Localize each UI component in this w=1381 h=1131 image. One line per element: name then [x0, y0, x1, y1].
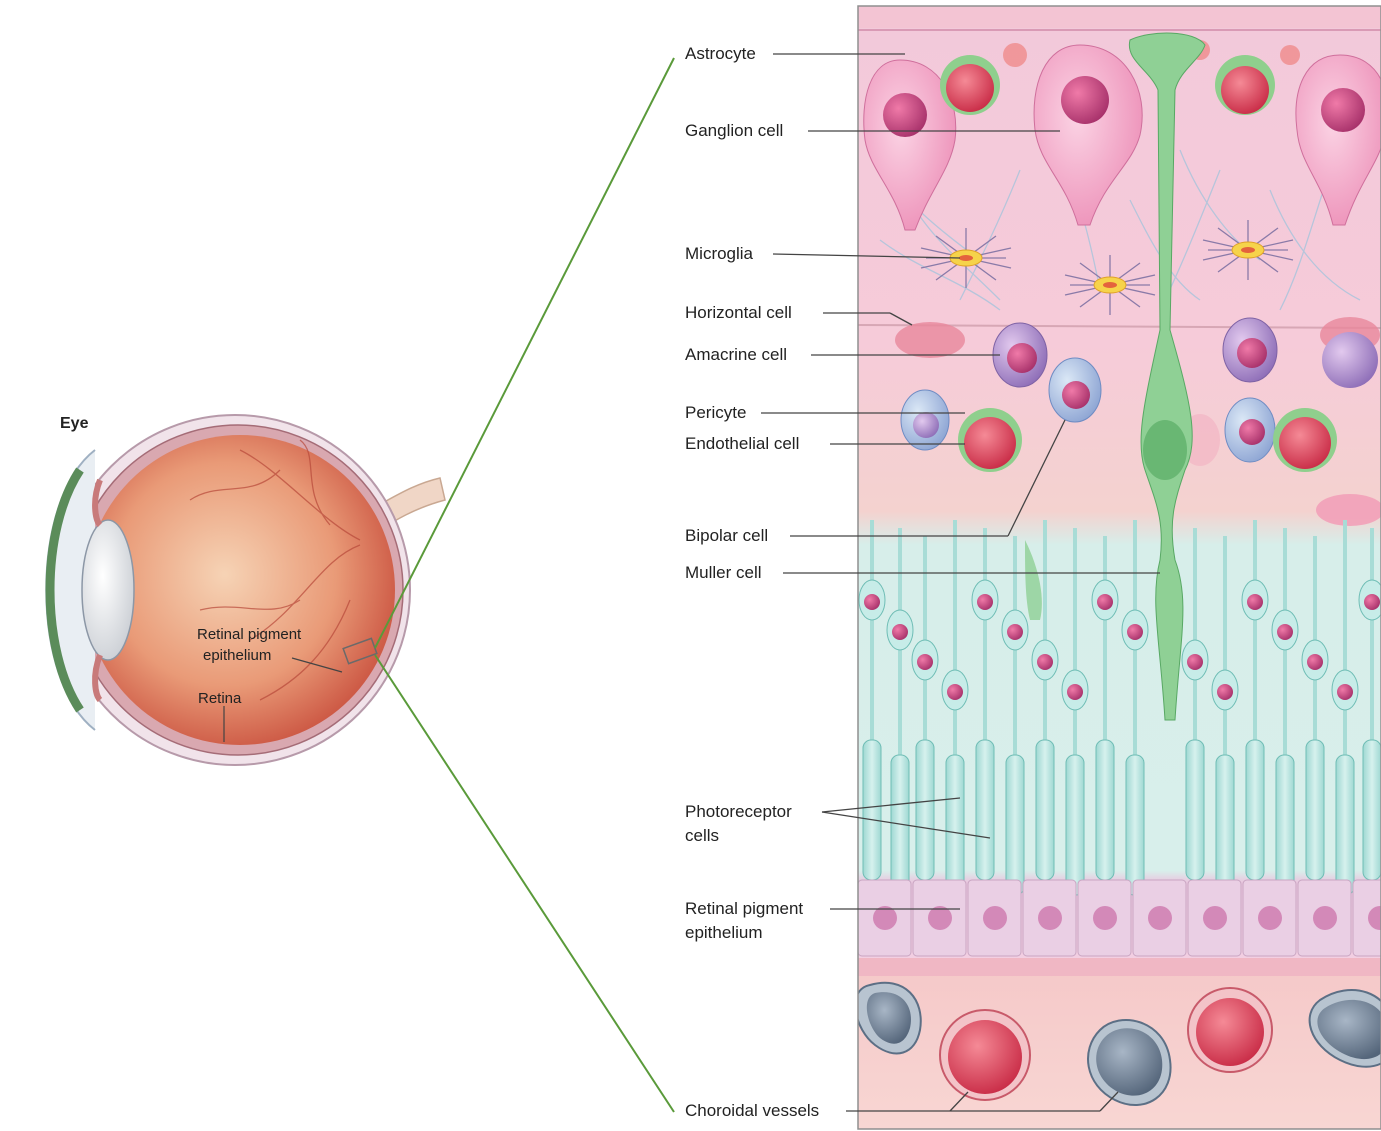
eye-label-rpe-line2: epithelium [203, 646, 271, 666]
rpe-layer [858, 880, 1381, 956]
label-ganglion-cell: Ganglion cell [685, 121, 783, 141]
label-astrocyte: Astrocyte [685, 44, 756, 64]
rpe-cell [1243, 880, 1296, 956]
rpe-cell [1023, 880, 1076, 956]
eye-label-retina: Retina [198, 689, 241, 709]
label-photoreceptor-line1: Photoreceptor [685, 802, 792, 822]
rpe-cell [1078, 880, 1131, 956]
eye-title: Eye [60, 414, 88, 434]
label-photoreceptor-line2: cells [685, 826, 719, 846]
label-horizontal-cell: Horizontal cell [685, 303, 792, 323]
rpe-cell [1188, 880, 1241, 956]
rpe-cell [1133, 880, 1186, 956]
rpe-cell [968, 880, 1021, 956]
zoom-line-top [375, 58, 674, 648]
retina-panel [855, 6, 1381, 1129]
label-rpe-line1: Retinal pigment [685, 899, 803, 919]
label-microglia: Microglia [685, 244, 753, 264]
label-pericyte: Pericyte [685, 403, 746, 423]
rpe-cell [858, 880, 911, 956]
eye-label-rpe-line1: Retinal pigment [197, 625, 301, 645]
label-muller-cell: Muller cell [685, 563, 762, 583]
eye-cross-section [46, 415, 445, 765]
rpe-cell [1353, 880, 1381, 956]
rpe-cell [913, 880, 966, 956]
label-choroidal-vessels: Choroidal vessels [685, 1101, 819, 1121]
lens [82, 520, 134, 660]
label-amacrine-cell: Amacrine cell [685, 345, 787, 365]
label-endothelial-cell: Endothelial cell [685, 434, 799, 454]
label-bipolar-cell: Bipolar cell [685, 526, 768, 546]
label-rpe-line2: epithelium [685, 923, 763, 943]
rpe-cell [1298, 880, 1351, 956]
zoom-line-bottom [375, 655, 674, 1112]
